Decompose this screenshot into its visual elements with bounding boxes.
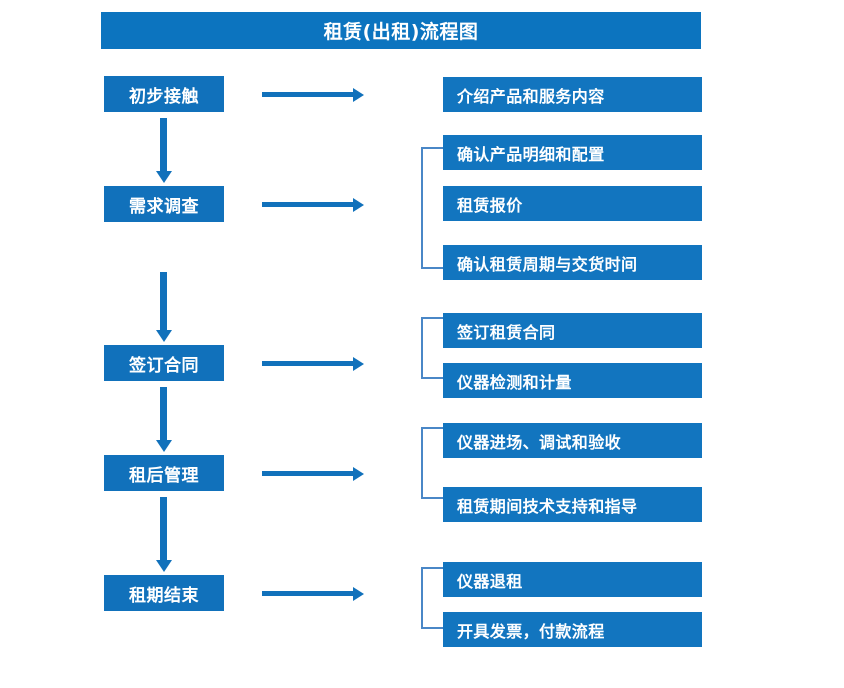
flow-arrow-right-4 [262,471,354,476]
chart-title: 租赁(出租)流程图 [101,12,701,49]
flow-arrow-right-5 [262,591,354,596]
stage-box-5[interactable]: 租期结束 [104,575,224,611]
stage-box-1[interactable]: 初步接触 [104,76,224,112]
detail-box-9[interactable]: 仪器退租 [443,562,702,597]
group-bracket-3 [421,427,443,499]
detail-box-6[interactable]: 仪器检测和计量 [443,363,702,398]
flow-arrow-down-2 [160,272,167,331]
detail-box-5[interactable]: 签订租赁合同 [443,313,702,348]
flow-arrow-down-1 [160,118,167,172]
flow-arrow-right-2 [262,202,354,207]
group-bracket-2 [421,317,443,379]
flow-arrow-down-4 [160,497,167,561]
detail-box-3[interactable]: 租赁报价 [443,186,702,221]
detail-box-4[interactable]: 确认租赁周期与交货时间 [443,245,702,280]
flow-arrow-right-1 [262,92,354,97]
detail-box-7[interactable]: 仪器进场、调试和验收 [443,423,702,458]
flow-arrow-down-3 [160,387,167,441]
detail-box-2[interactable]: 确认产品明细和配置 [443,135,702,170]
stage-box-3[interactable]: 签订合同 [104,345,224,381]
stage-box-4[interactable]: 租后管理 [104,455,224,491]
detail-box-10[interactable]: 开具发票，付款流程 [443,612,702,647]
flow-arrow-right-3 [262,361,354,366]
stage-box-2[interactable]: 需求调查 [104,186,224,222]
group-bracket-1 [421,147,443,269]
group-bracket-4 [421,567,443,629]
detail-box-8[interactable]: 租赁期间技术支持和指导 [443,487,702,522]
detail-box-1[interactable]: 介绍产品和服务内容 [443,77,702,112]
